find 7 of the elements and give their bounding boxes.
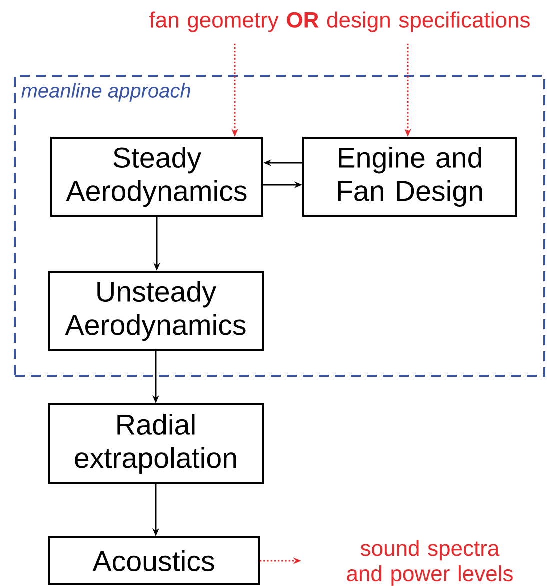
input-output-text: fan geometry OR design specifications [150,12,530,32]
process-box: Acoustics [48,536,260,586]
input-output-text: sound spectra and power levels [347,540,513,586]
process-box: Radial extrapolation [48,404,264,484]
process-box: Engine and Fan Design [302,137,518,217]
process-box: Steady Aerodynamics [50,137,264,217]
process-box: Unsteady Aerodynamics [48,271,264,351]
